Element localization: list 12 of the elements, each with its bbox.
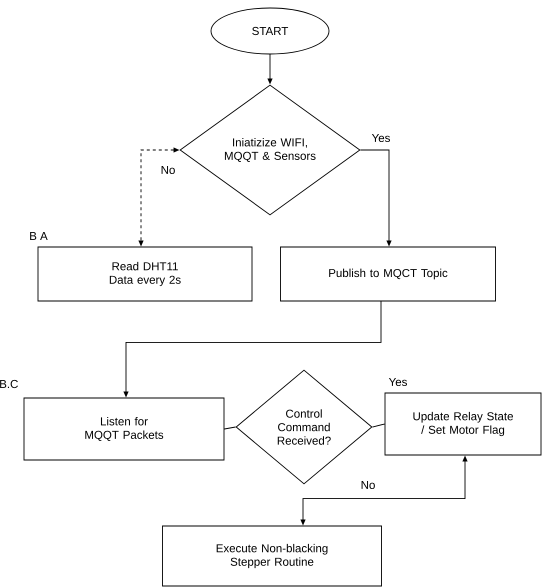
edge-label: Yes (388, 377, 408, 388)
section-label: B A (30, 232, 48, 240)
process-box: Publish to MQCT Topic (280, 246, 496, 302)
process-box: Execute Non-blacking Stepper Routine (162, 526, 382, 586)
process-box: Update Relay State / Set Motor Flag (384, 392, 542, 456)
process-box: Listen for MQQT Packets (24, 398, 224, 460)
connector-line (372, 424, 385, 428)
edge-label: No (160, 165, 176, 176)
connector-line (224, 426, 236, 430)
edge-label: Yes (370, 132, 392, 143)
section-label: B.C (0, 380, 18, 388)
process-box: Read DHT11 Data every 2s (38, 246, 252, 302)
